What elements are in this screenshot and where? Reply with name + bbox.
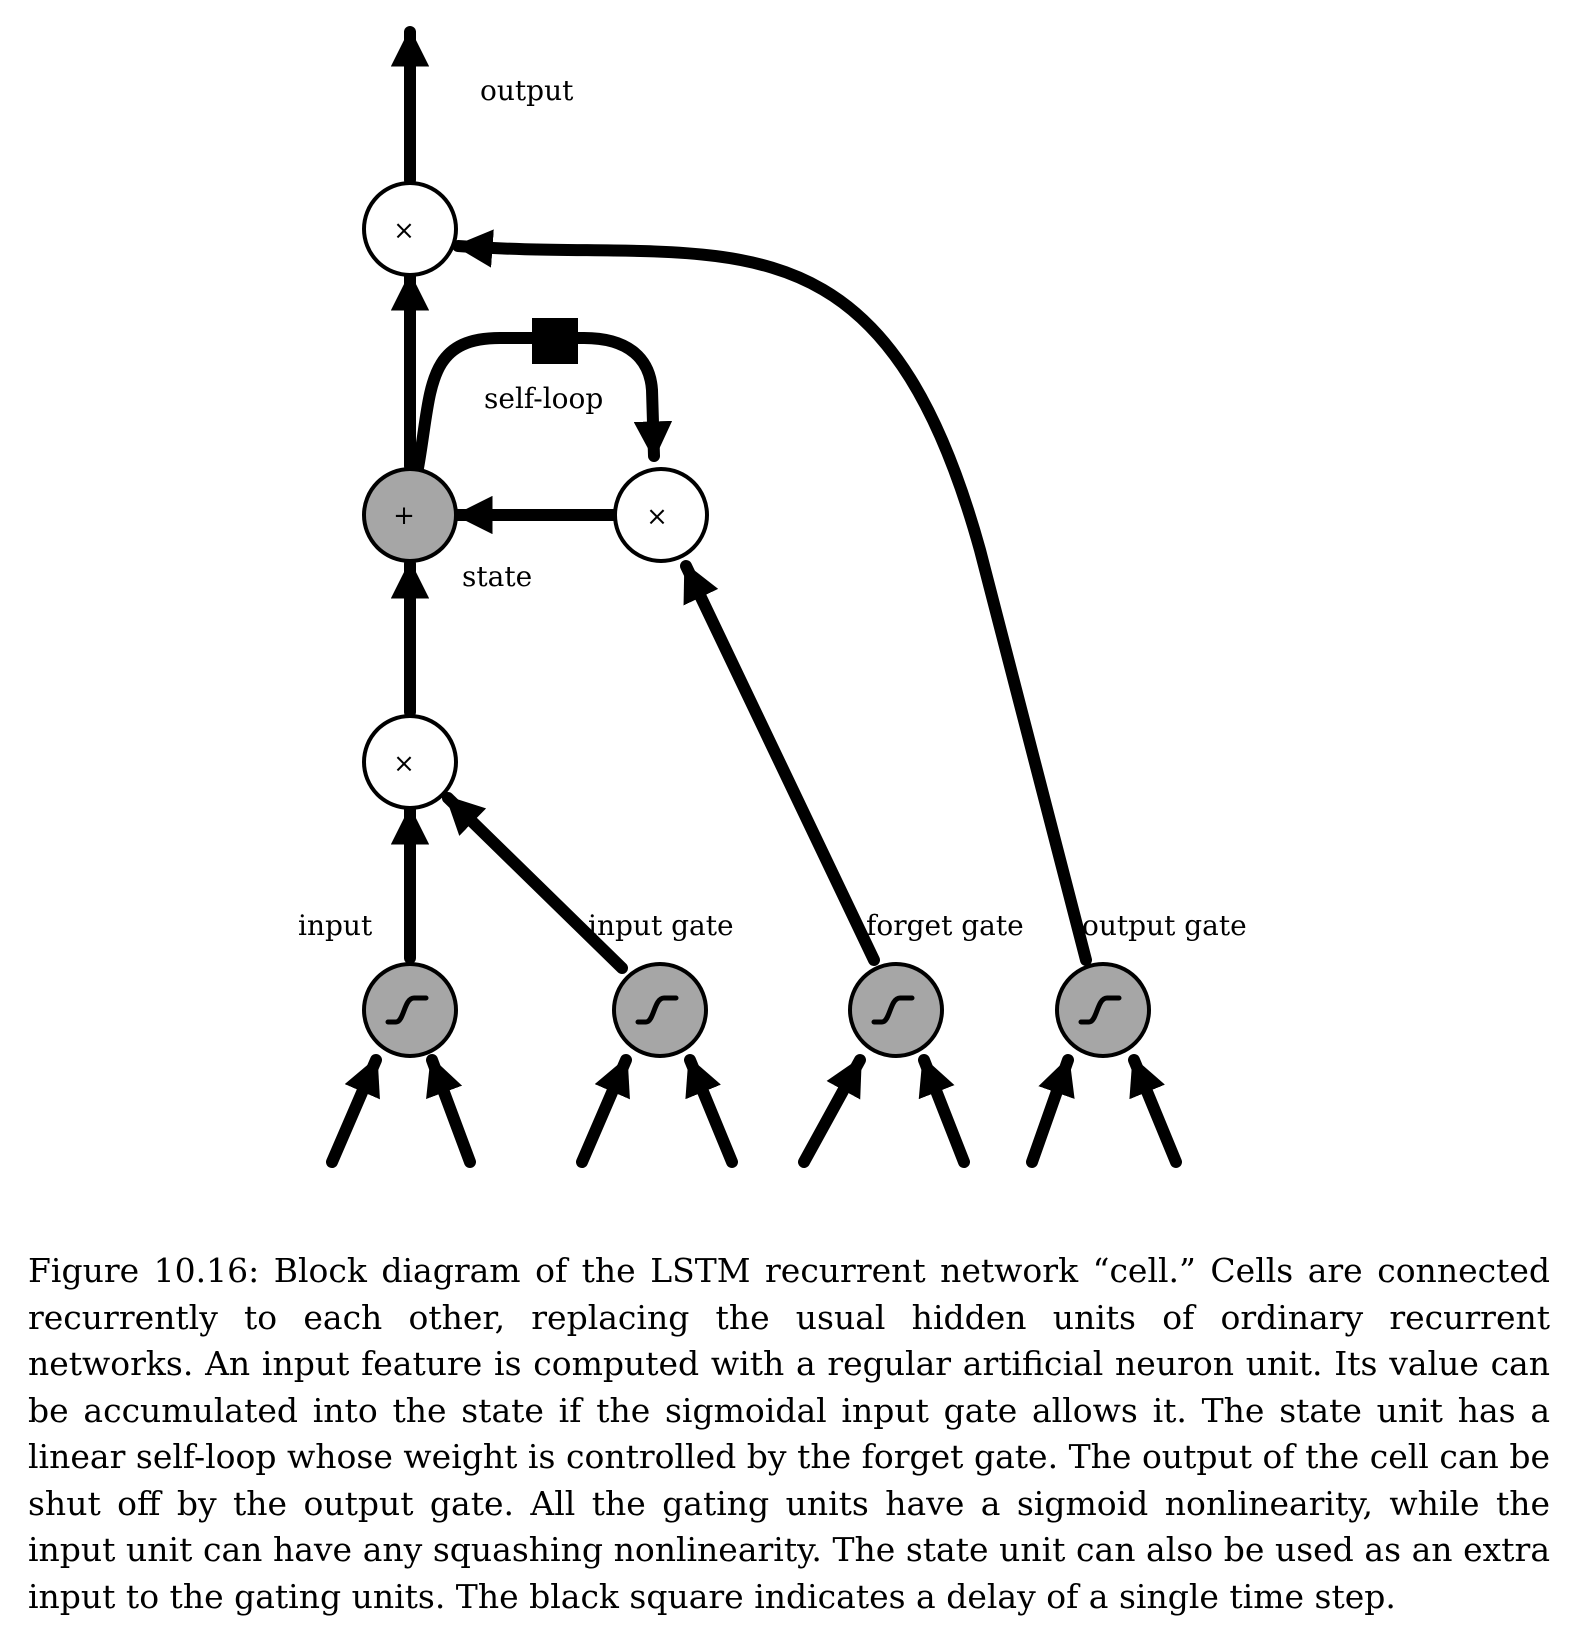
forget-multiply-node: ×	[613, 467, 709, 563]
edge-self-loop	[412, 332, 673, 474]
edge-into-output-gate-left	[1026, 1054, 1075, 1168]
label-input: input	[298, 909, 373, 942]
plus-symbol: +	[393, 501, 415, 531]
edge-into-forget-gate-right	[918, 1054, 970, 1168]
edge-into-forget-gate-left	[798, 1054, 866, 1168]
edge-output-gate-to-multiply	[452, 229, 1092, 966]
input-unit-node	[362, 962, 458, 1058]
delay-square	[532, 318, 578, 364]
multiply-symbol: ×	[393, 749, 415, 779]
edge-input-gate-to-multiply	[442, 792, 628, 974]
edges	[326, 26, 1182, 1168]
edge-into-input-gate-right	[684, 1054, 738, 1168]
label-output-gate: output gate	[1082, 909, 1247, 942]
multiply-symbol: ×	[393, 216, 415, 246]
label-forget-gate: forget gate	[866, 909, 1024, 942]
edge-into-input-gate-left	[576, 1054, 632, 1168]
figure-caption: Figure 10.16: Block diagram of the LSTM …	[28, 1251, 1550, 1616]
edge-forget-gate-to-multiply	[680, 560, 880, 966]
label-state: state	[462, 560, 532, 593]
label-input-gate: input gate	[588, 909, 734, 942]
edge-into-output-gate-right	[1128, 1054, 1182, 1168]
sigmoid-icon	[635, 995, 679, 1025]
sigmoid-icon	[1078, 995, 1122, 1025]
sigmoid-icon	[871, 995, 915, 1025]
edge-into-input-unit-right	[426, 1054, 476, 1168]
input-gate-node	[612, 962, 708, 1058]
forget-gate-node	[848, 962, 944, 1058]
label-output: output	[480, 74, 574, 107]
multiply-symbol: ×	[646, 502, 668, 532]
lstm-cell-diagram: × + × × output self-loop state input inp…	[298, 26, 1247, 1168]
input-multiply-node: ×	[362, 714, 458, 810]
output-multiply-node: ×	[362, 181, 458, 277]
edge-into-input-unit-left	[326, 1054, 382, 1168]
output-gate-node	[1055, 962, 1151, 1058]
state-node: +	[362, 467, 458, 563]
sigmoid-icon	[385, 995, 429, 1025]
label-self-loop: self-loop	[484, 382, 603, 415]
